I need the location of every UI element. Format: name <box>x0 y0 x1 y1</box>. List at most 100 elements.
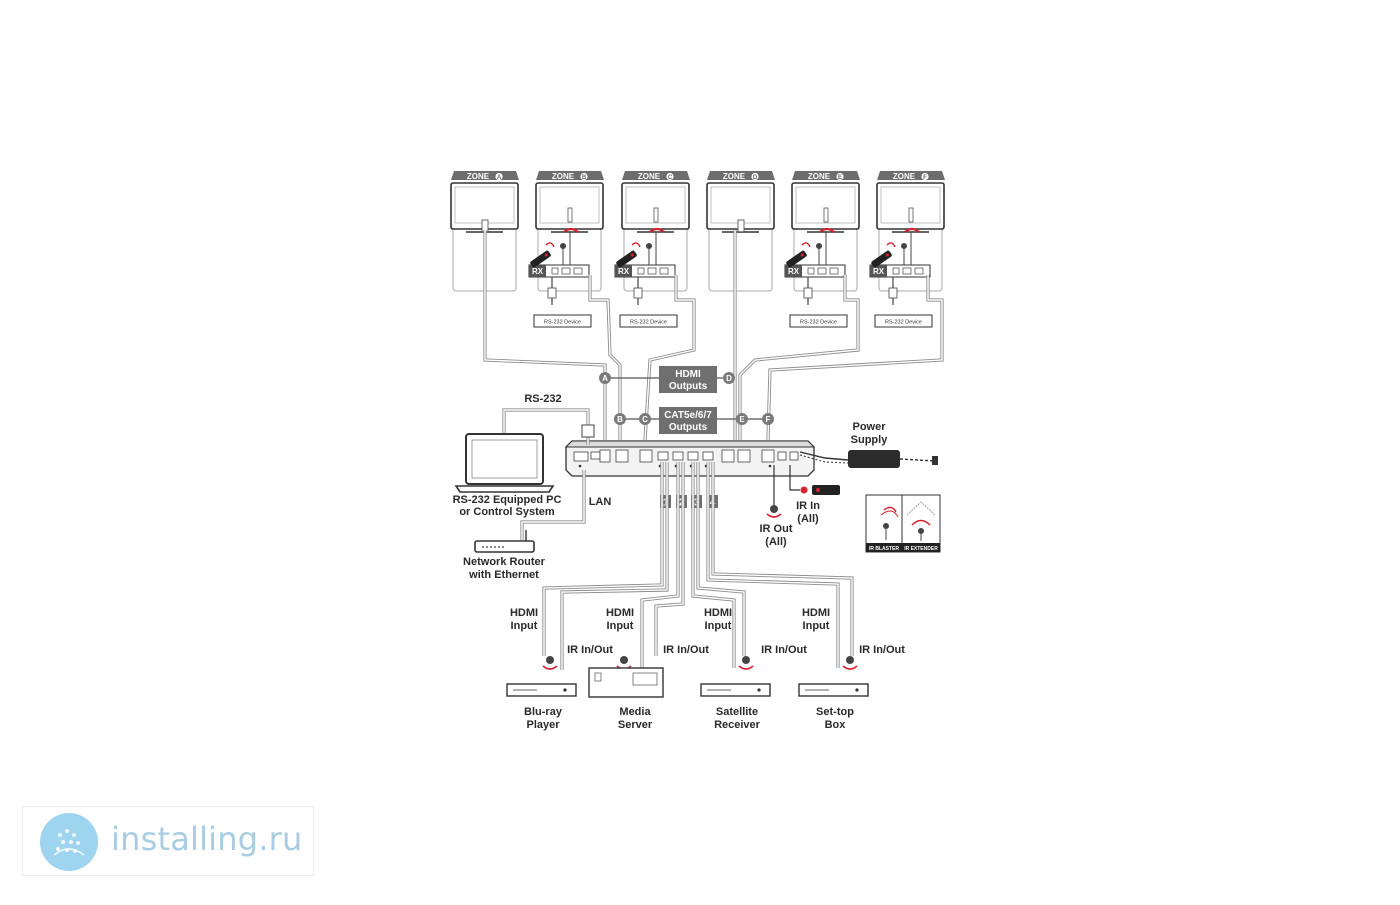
ir-emitter-icon <box>842 656 858 670</box>
hdbt-receiver: RX RS-232 Device <box>614 207 678 328</box>
remote-icon <box>786 250 807 268</box>
zone-label: ZONE <box>808 172 831 181</box>
tv-icon <box>876 182 945 233</box>
zone-letter: E <box>838 175 842 181</box>
port-letter-f: F <box>766 415 771 424</box>
source-cables <box>542 462 854 670</box>
watermark-circle-icon <box>40 813 98 871</box>
lan-label: LAN <box>589 496 612 508</box>
ir-out-label-line2: (All) <box>765 536 787 548</box>
ir-in-out-label: IR In/Out <box>859 644 905 656</box>
router-icon <box>474 530 535 553</box>
cat-outputs-box: CAT5e/6/7 Outputs <box>620 407 768 434</box>
port-letter-circles: A D B C E F <box>599 372 774 425</box>
zone-label: ZONE <box>552 172 575 181</box>
ir-emitter-icon <box>738 656 754 670</box>
hdmi-input-label-line2: Input <box>607 620 634 632</box>
device-label-line1: Set-top <box>816 706 854 718</box>
rs232-cable <box>502 408 595 445</box>
device-label-line2: Server <box>618 719 653 731</box>
source-device-icon <box>700 683 771 697</box>
ir-blaster-icon <box>880 506 899 540</box>
ir-in-label-line1: IR In <box>796 500 820 512</box>
matrix-unit <box>564 440 816 477</box>
device-label-line2: Receiver <box>714 719 761 731</box>
cat-outputs-line2: Outputs <box>669 422 708 433</box>
zone-label: ZONE <box>467 172 490 181</box>
port-letter-b: B <box>617 415 623 424</box>
ir-out-label-line1: IR Out <box>760 523 793 535</box>
rx-label: RX <box>618 267 630 276</box>
zone-letter: D <box>753 175 758 181</box>
ir-in-out-label: IR In/Out <box>567 644 613 656</box>
pc-label-line2: or Control System <box>459 506 555 518</box>
device-label-line1: Satellite <box>716 706 758 718</box>
zone-e: ZONE E RX RS-232 Device <box>784 171 860 328</box>
ir-in-label-line2: (All) <box>797 513 819 525</box>
rs232-device-label: RS-232 Device <box>630 320 667 326</box>
remote-icon <box>530 250 551 268</box>
remote-icon <box>616 250 637 268</box>
device-label-line2: Player <box>526 719 560 731</box>
rs232-device-label: RS-232 Device <box>544 320 581 326</box>
hdmi-input-label-line2: Input <box>511 620 538 632</box>
hdmi-input-label-line2: Input <box>705 620 732 632</box>
hdmi-input-label-line1: HDMI <box>704 607 732 619</box>
device-label-line2: Box <box>825 719 847 731</box>
source-device-icon <box>798 683 869 697</box>
tv-icon <box>621 182 690 233</box>
zone-label: ZONE <box>723 172 746 181</box>
hdmi-outputs-line1: HDMI <box>675 369 701 380</box>
ir-in-out-label: IR In/Out <box>761 644 807 656</box>
watermark-logo: installing.ru <box>22 806 314 876</box>
rx-label: RX <box>788 267 800 276</box>
matrix-ports <box>573 449 799 463</box>
power-label-line2: Supply <box>851 434 889 446</box>
zone-label: ZONE <box>893 172 916 181</box>
hdmi-outputs-line2: Outputs <box>669 381 708 392</box>
port-letter-c: C <box>642 415 648 424</box>
ir-extender-label: IR EXTENDER <box>904 546 938 552</box>
cat-outputs-line1: CAT5e/6/7 <box>664 410 712 421</box>
zone-letter: A <box>497 175 502 181</box>
power-supply <box>799 450 938 468</box>
hdmi-input-label-line2: Input <box>803 620 830 632</box>
tv-icon <box>450 182 519 233</box>
power-label-line1: Power <box>852 421 886 433</box>
port-letter-e: E <box>739 415 745 424</box>
ir-in-out-label: IR In/Out <box>663 644 709 656</box>
lan-cable <box>520 470 586 540</box>
rs232-device-label: RS-232 Device <box>800 320 837 326</box>
rs232-device-label: RS-232 Device <box>885 320 922 326</box>
ir-blaster-label: IR BLASTER <box>869 546 899 552</box>
pc-label-line1: RS-232 Equipped PC <box>453 494 562 506</box>
device-label-line1: Media <box>619 706 651 718</box>
hdmi-outputs-box: HDMI Outputs <box>605 366 728 393</box>
rs232-label: RS-232 <box>524 393 561 405</box>
zone-d: ZONE D <box>706 171 775 292</box>
hdmi-input-label-line1: HDMI <box>606 607 634 619</box>
hdmi-input-label-line1: HDMI <box>510 607 538 619</box>
watermark-text: installing.ru <box>111 820 303 858</box>
device-label-line1: Blu-ray <box>524 706 563 718</box>
hdmi-input-label-line1: HDMI <box>802 607 830 619</box>
router-label-line2: with Ethernet <box>468 569 539 581</box>
source-device-icon <box>588 667 664 698</box>
hdbt-receiver: RX RS-232 Device <box>784 207 848 328</box>
port-letter-d: D <box>726 374 732 383</box>
zone-letter: F <box>923 175 927 181</box>
tv-icon <box>791 182 860 233</box>
router-label-line1: Network Router <box>463 556 546 568</box>
